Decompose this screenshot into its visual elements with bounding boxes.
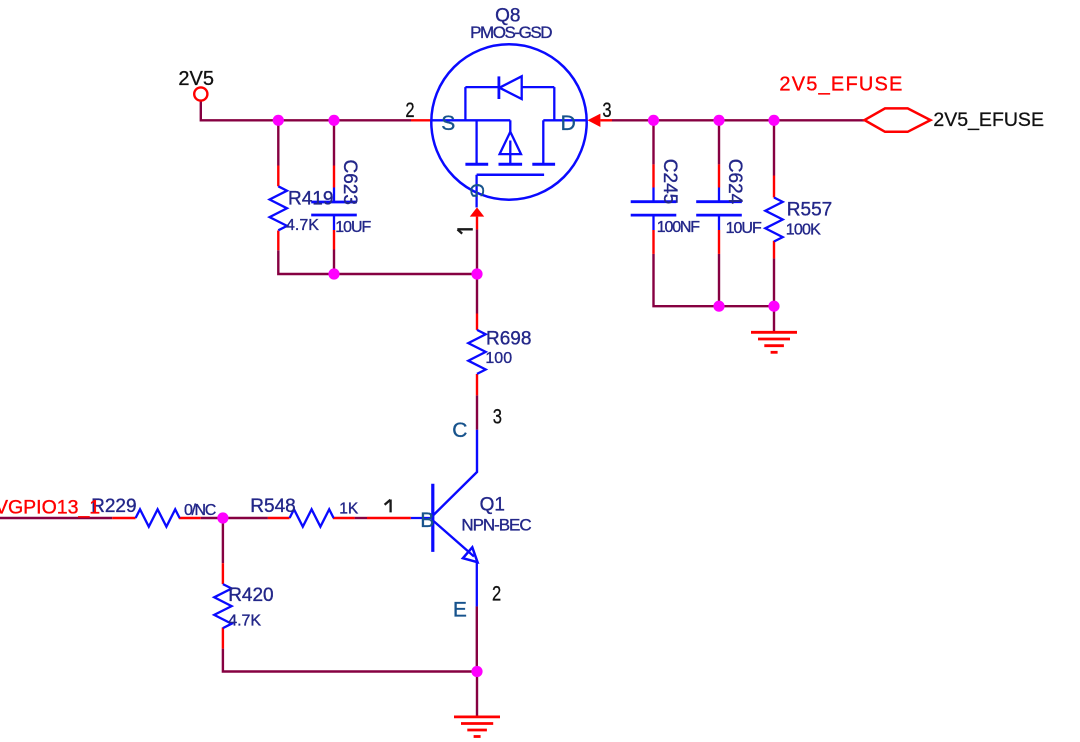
svg-text:R557: R557 [787,200,832,221]
svg-text:R698: R698 [486,329,531,350]
svg-text:R229: R229 [91,496,136,517]
svg-text:S: S [441,112,455,135]
svg-text:0/NC: 0/NC [184,502,216,519]
svg-text:R419: R419 [288,189,333,210]
svg-text:1K: 1K [339,501,359,518]
svg-text:NPN-BEC: NPN-BEC [461,515,531,534]
svg-text:R548: R548 [250,496,295,517]
svg-text:G: G [466,183,487,198]
svg-text:2: 2 [492,583,501,606]
svg-text:PMOS-GSD: PMOS-GSD [470,23,552,42]
svg-text:C624: C624 [724,159,745,205]
svg-text:3: 3 [602,99,611,122]
svg-text:4.7K: 4.7K [286,217,319,234]
svg-text:10UF: 10UF [726,220,762,237]
svg-text:B: B [420,509,434,532]
svg-text:10UF: 10UF [335,219,371,236]
svg-text:Q1: Q1 [480,495,505,516]
svg-text:E: E [453,598,467,621]
svg-text:R420: R420 [228,585,273,606]
svg-text:2V5: 2V5 [178,68,214,90]
svg-text:Q8: Q8 [495,5,520,26]
svg-text:4.7K: 4.7K [228,613,261,630]
svg-text:C245: C245 [659,159,680,204]
svg-text:D: D [561,112,576,135]
svg-text:C623: C623 [339,160,360,205]
svg-text:100: 100 [485,350,512,367]
svg-text:100K: 100K [786,221,821,238]
svg-text:2: 2 [405,99,414,122]
svg-text:VGPIO13_1: VGPIO13_1 [0,497,100,519]
svg-text:C: C [452,419,467,442]
svg-text:3: 3 [493,406,502,429]
svg-text:2V5_EFUSE: 2V5_EFUSE [779,74,903,96]
svg-text:100NF: 100NF [657,219,700,236]
svg-text:2V5_EFUSE: 2V5_EFUSE [933,109,1044,131]
